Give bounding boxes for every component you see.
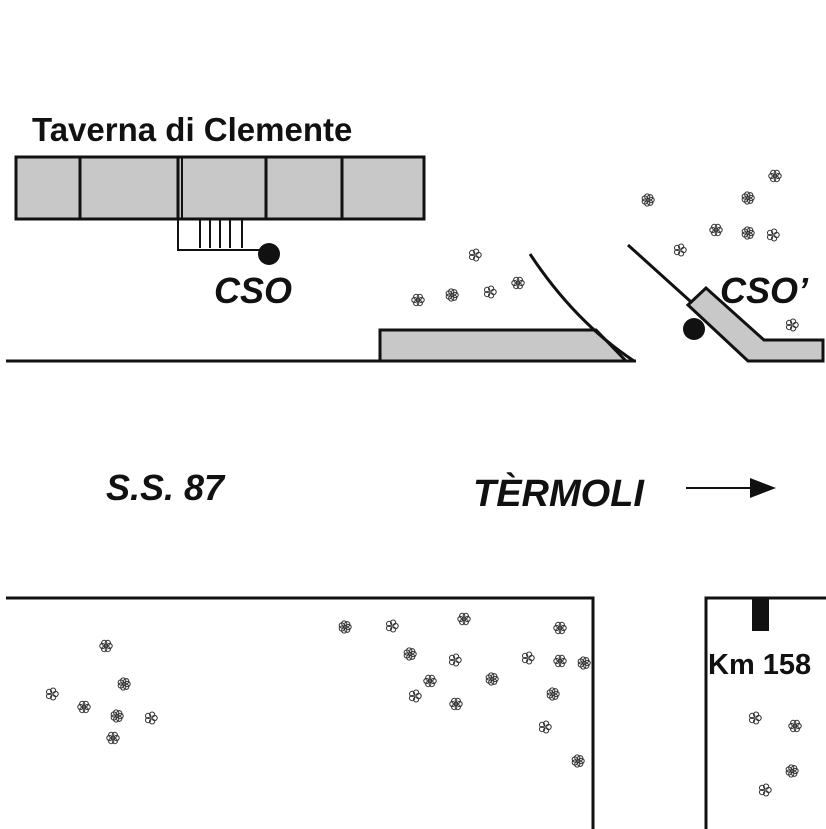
shrub-icon — [483, 285, 497, 299]
road-edge-upper — [6, 253, 636, 363]
km-label: Km 158 — [708, 649, 811, 681]
road-edge-lower — [6, 596, 826, 829]
road-label: S.S. 87 — [106, 467, 226, 508]
shrub-icon — [408, 689, 422, 703]
building-label: Taverna di Clemente — [32, 111, 352, 148]
shrub-icon — [45, 687, 59, 701]
shrub-icon — [546, 687, 560, 701]
shrub-icon — [788, 719, 802, 733]
shrub-icon — [110, 709, 124, 723]
shrub-icon — [785, 318, 799, 332]
direction-label: TÈRMOLI — [473, 471, 645, 515]
shrub-icon — [641, 193, 655, 207]
shrub-icon — [106, 731, 120, 745]
shrub-icon — [445, 288, 459, 302]
shrub-icon — [741, 191, 755, 205]
shrub-icon — [403, 647, 417, 661]
shrub-icon — [423, 674, 437, 688]
shrub-icon — [768, 169, 782, 183]
shrub-icon — [117, 677, 131, 691]
cso-marker-left — [258, 243, 280, 265]
shrub-icon — [144, 711, 158, 725]
building-taverna-di-clemente — [14, 155, 426, 221]
shrub-icon — [741, 226, 755, 240]
shrub-icon — [511, 276, 525, 290]
shrub-icon — [766, 228, 780, 242]
shrub-icon — [785, 764, 799, 778]
shrub-icon — [449, 697, 463, 711]
cso-marker-right — [683, 318, 705, 340]
shrub-icon — [338, 620, 352, 634]
shrub-icon — [485, 672, 499, 686]
shrub-icon — [385, 619, 399, 633]
shrub-icon — [673, 243, 687, 257]
arrow-right-icon — [686, 478, 776, 498]
building-steps — [177, 219, 262, 251]
shrub-icon — [77, 700, 91, 714]
shrub-icon — [553, 621, 567, 635]
cso-label-right: CSO’ — [720, 270, 809, 311]
shrub-icon — [577, 656, 591, 670]
cso-label-left: CSO — [214, 270, 292, 311]
shrub-icon — [553, 654, 567, 668]
km-post-icon — [752, 598, 769, 631]
vegetation-layer — [45, 169, 802, 797]
shrub-icon — [521, 651, 535, 665]
shrub-icon — [457, 612, 471, 626]
shrub-icon — [571, 754, 585, 768]
shrub-icon — [411, 293, 425, 307]
shrub-icon — [748, 711, 762, 725]
shrub-icon — [758, 783, 772, 797]
shrub-icon — [709, 223, 723, 237]
shrub-icon — [99, 639, 113, 653]
road-ramp-right — [626, 243, 825, 363]
shrub-icon — [448, 653, 462, 667]
shrub-icon — [468, 248, 482, 262]
shrub-icon — [538, 720, 552, 734]
